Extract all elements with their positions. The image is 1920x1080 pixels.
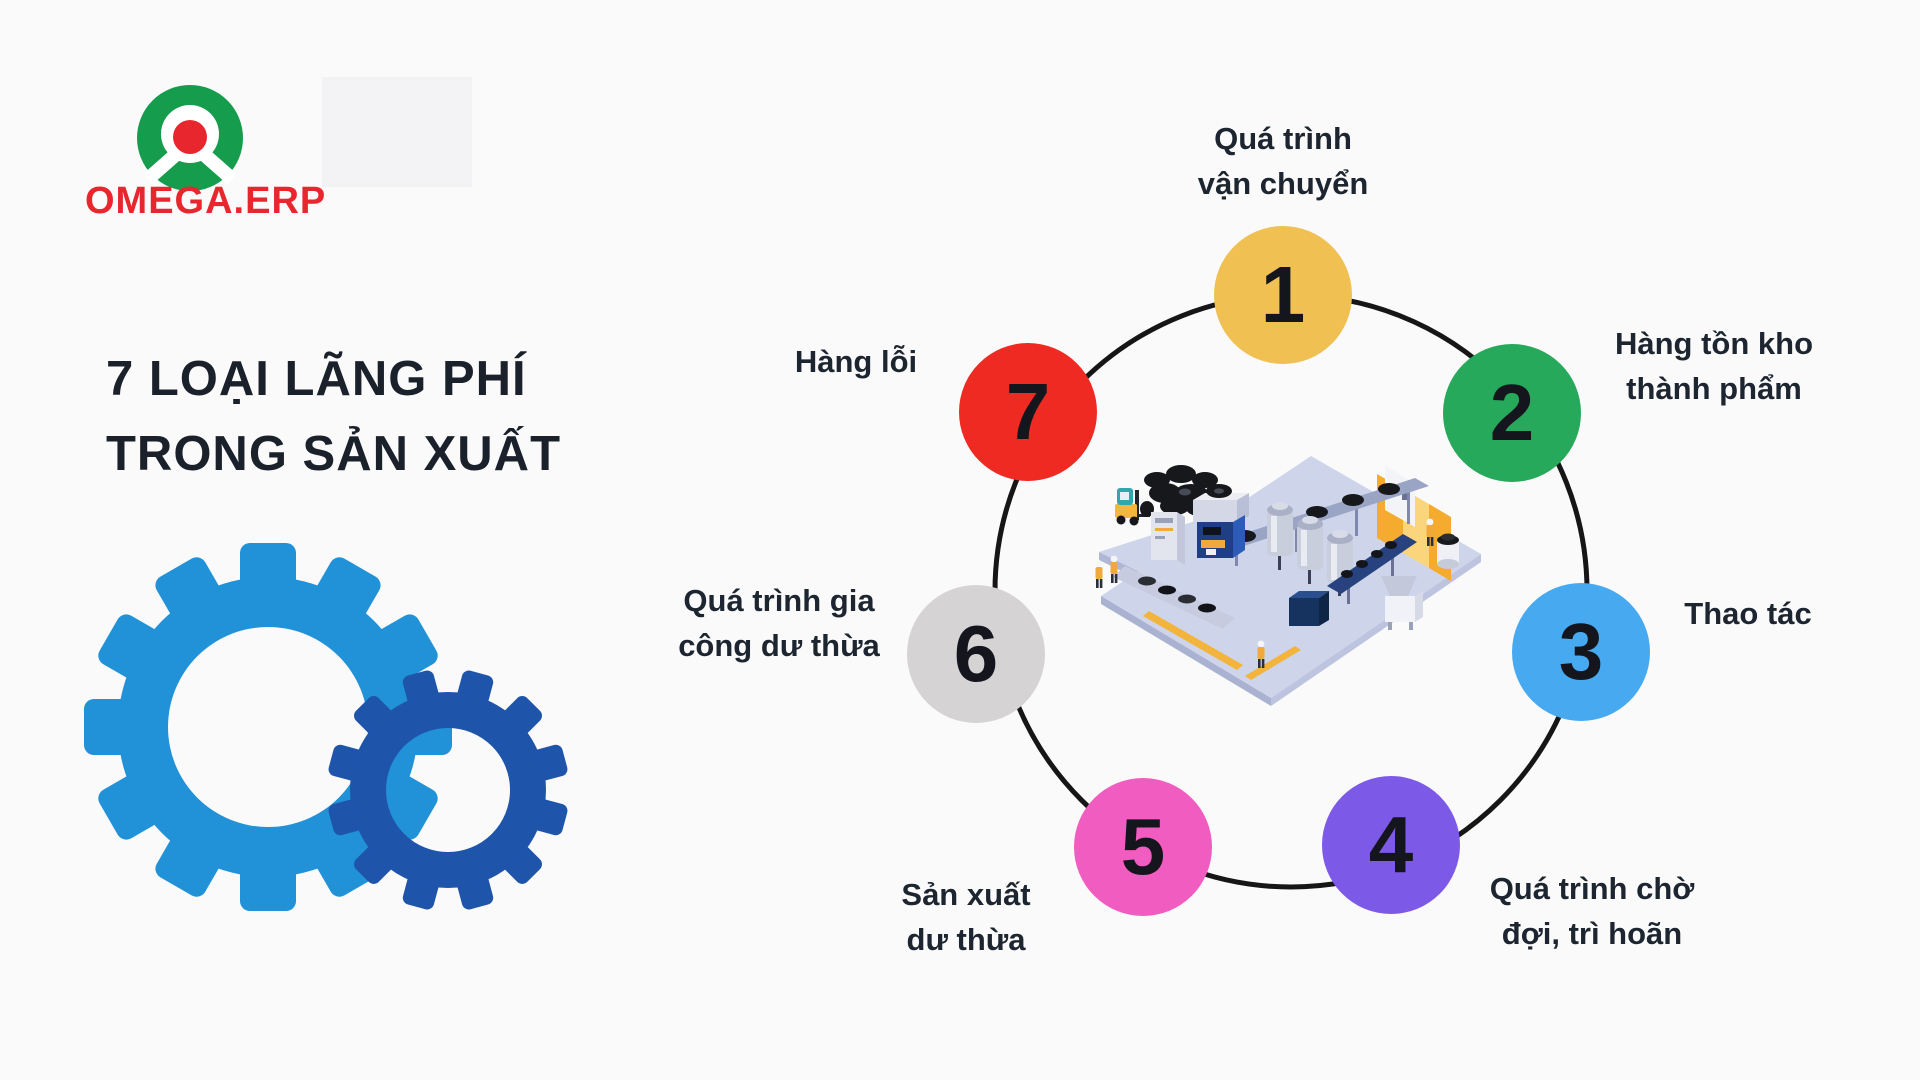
small-gear — [328, 670, 568, 910]
waste-node-1: 1 — [1214, 226, 1352, 364]
node-number: 2 — [1489, 368, 1535, 457]
brand-name: OMEGA.ERP — [85, 180, 327, 222]
waste-label-3: Thao tác — [1684, 596, 1812, 631]
node-number: 7 — [1005, 367, 1051, 456]
waste-drum — [1437, 533, 1459, 569]
waste-label-6: Quá trình gia công dư thừa — [678, 583, 880, 663]
hopper-machine — [1381, 576, 1423, 630]
waste-node-6: 6 — [907, 585, 1045, 723]
page-title: 7 LOẠI LÃNG PHÍ TRONG SẢN XUẤT — [106, 352, 561, 481]
waste-node-2: 2 — [1443, 344, 1581, 482]
waste-label-7: Hàng lỗi — [794, 344, 918, 379]
waste-label-2: Hàng tồn kho thành phẩm — [1614, 326, 1814, 406]
waste-label-4: Quá trình chờ đợi, trì hoãn — [1489, 871, 1695, 951]
node-number: 5 — [1120, 802, 1166, 891]
factory-illustration — [1095, 456, 1481, 706]
node-number: 1 — [1260, 250, 1306, 339]
incline-conveyor — [1327, 534, 1417, 604]
waste-node-5: 5 — [1074, 778, 1212, 916]
waste-node-4: 4 — [1322, 776, 1460, 914]
node-number: 4 — [1368, 800, 1414, 889]
node-number: 3 — [1558, 607, 1604, 696]
node-number: 6 — [953, 609, 999, 698]
forklift — [1115, 488, 1154, 526]
omega-erp-logo-icon — [137, 85, 243, 191]
background-patch — [322, 77, 472, 187]
waste-label-5: Sản xuất dư thừa — [901, 877, 1031, 957]
control-cabinet — [1151, 512, 1185, 565]
navy-machine — [1289, 591, 1329, 626]
press-machine — [1193, 484, 1249, 558]
scrap-conveyor — [1113, 566, 1235, 629]
waste-label-1: Quá trình vận chuyển — [1197, 121, 1369, 201]
waste-node-7: 7 — [959, 343, 1097, 481]
waste-node-3: 3 — [1512, 583, 1650, 721]
gears-illustration — [84, 543, 568, 911]
workers — [1095, 518, 1434, 668]
